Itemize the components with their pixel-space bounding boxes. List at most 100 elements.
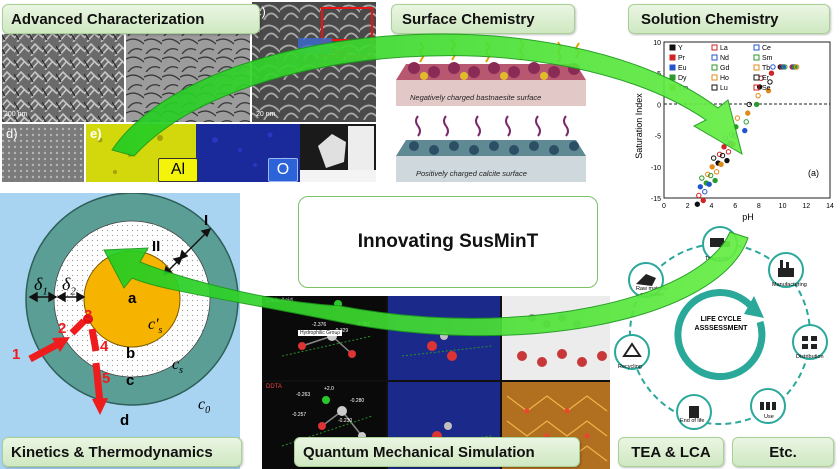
delta2-symbol: δ [62,274,71,294]
data-point [696,192,702,199]
legend-marker [669,54,676,61]
x-tick-label: 4 [709,203,713,210]
negative-surface-label: Negatively charged bastnaesite surface [410,93,541,102]
quantum-caption-3: DDTA [266,384,282,390]
heading-text: Surface Chemistry [402,10,535,28]
center-title-box: Innovating SusMinT [298,196,598,288]
delta1-label: δ1 [34,274,48,298]
legend-entry: Lu [720,85,728,92]
heading-text: Advanced Characterization [11,10,205,28]
data-point [707,172,714,179]
data-point [733,124,739,130]
roman-one-label: I [204,212,209,229]
quantum-value-7: -0.257 [292,412,307,418]
data-point [706,181,712,187]
heading-text: Kinetics & Thermodynamics [11,443,213,461]
quantum-value-6: -0.280 [350,398,365,404]
reaction-site [83,314,93,324]
legend-entry: Dy [678,75,687,82]
step-4-label: 4 [100,338,109,355]
x-tick-label: 6 [733,203,737,210]
legend-marker [669,74,676,81]
legend-entry: Nd [720,55,729,62]
region-b-label: b [126,345,136,362]
y-tick-label: -15 [651,196,661,203]
legend-marker [753,84,760,91]
data-point [713,169,720,175]
data-point [742,127,748,134]
x-tick-label: 2 [686,203,690,210]
data-point [718,161,724,168]
x-axis-label: pH [742,212,754,222]
quantum-value-4: -0.263 [296,392,311,398]
data-point [767,79,773,85]
y-tick-label: -10 [651,165,661,172]
heading-tea-lca: TEA & LCA [618,437,724,467]
y-tick-label: 0 [657,102,661,109]
data-point [712,177,718,184]
reaction-arrows [28,318,108,415]
quantum-value-3: -0.267 [356,322,371,328]
quantum-caption-1: Citric Acid [266,298,293,304]
data-point [793,64,800,70]
heading-text: Etc. [769,443,797,461]
roman-two-label: II [152,238,161,255]
delta2-label: δ2 [62,274,76,298]
legend-entry: Y [678,45,683,52]
legend-entry: Se [762,85,771,92]
factory-icon [778,268,794,277]
data-point [721,144,727,150]
x-tick-label: 12 [802,203,810,210]
legend-marker [753,64,760,71]
heading-solution-chemistry: Solution Chemistry [628,4,830,34]
heading-etc: Etc. [732,437,834,467]
c0-sub: 0 [205,405,211,417]
trash-icon [689,406,699,418]
legend-marker [669,64,676,71]
sem-image [2,34,124,122]
quantum-value-2: -0.329 [334,328,349,334]
heading-text: TEA & LCA [631,443,711,461]
data-point [768,70,775,76]
lca-stage-extraction: Raw material extraction [635,286,669,298]
lca-stage-recycling: Recycling [618,364,642,370]
data-point [745,110,751,116]
distribution-icon [802,336,808,341]
lca-stage-manufacturing: Manufacturing [772,282,807,288]
legend-entry: Ho [720,75,729,82]
lca-center-line-2: ASSSESSMENT [694,325,748,332]
heading-advanced-characterization: Advanced Characterization [2,4,260,34]
c0-symbol: c [198,396,206,413]
data-point [753,101,760,108]
scale-label-a: 200 nm [4,111,28,118]
tem-image-c [252,2,376,122]
heading-text: Solution Chemistry [641,10,779,28]
c0-label: c0 [198,396,210,416]
tem-image [126,34,250,122]
battery-icon [760,402,764,410]
positive-surface-label: Positively charged calcite surface [416,169,527,178]
legend-marker [753,54,760,61]
quantum-value-8: -0.230 [338,418,353,424]
cs-symbol: c [172,356,180,373]
hr-tem-image [2,124,84,182]
lca-stage-use: Use [764,414,774,420]
y-axis-label: Saturation Index [634,93,644,159]
legend-marker [753,44,760,51]
data-point [755,92,761,99]
x-tick-label: 10 [779,203,787,210]
heading-quantum: Quantum Mechanical Simulation [294,437,580,467]
data-point [782,64,788,70]
step-5-label: 5 [102,370,111,387]
delta1-sub: 1 [42,285,48,298]
step-1-label: 1 [12,346,21,363]
y-tick-label: 5 [657,71,661,78]
x-tick-label: 8 [757,203,761,210]
x-tick-label: 0 [662,203,666,210]
region-a-label: a [128,290,137,307]
heading-kinetics: Kinetics & Thermodynamics [2,437,242,467]
legend-entry: Gd [720,65,729,72]
lca-stage-end-of-life: End of life [680,418,705,424]
data-point [694,201,701,207]
